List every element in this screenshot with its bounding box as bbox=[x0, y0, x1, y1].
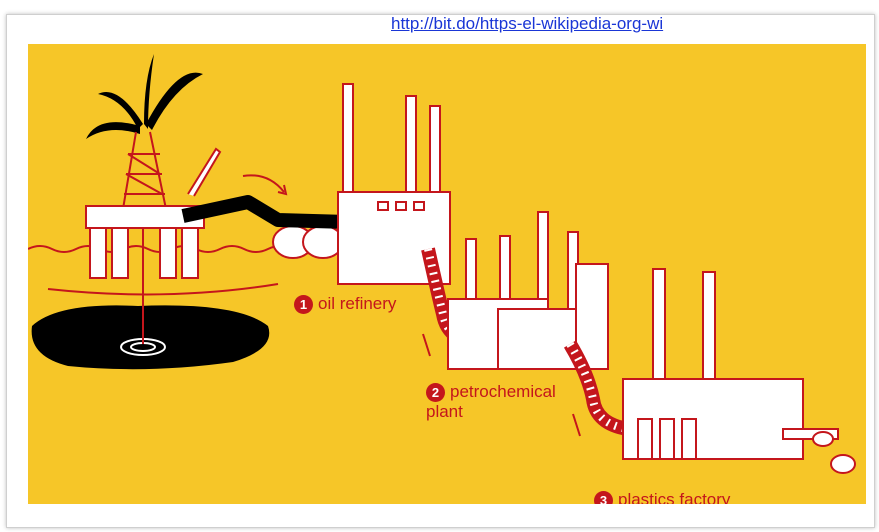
storage-tanks bbox=[273, 226, 343, 258]
flow-arrow-2 bbox=[423, 334, 430, 356]
source-link[interactable]: http://bit.do/https-el-wikipedia-org-wi bbox=[391, 14, 663, 34]
plastics-factory-building bbox=[623, 269, 803, 459]
crude-oil-pipeline bbox=[183, 202, 348, 222]
stage-3-label: 3 plastics factory bbox=[594, 490, 730, 504]
oil-gusher bbox=[86, 54, 203, 139]
stage-3-number: 3 bbox=[594, 491, 613, 504]
stage-2-number: 2 bbox=[426, 383, 445, 402]
flow-arrow-1 bbox=[243, 175, 284, 192]
stage-1-label: 1 oil refinery bbox=[294, 294, 396, 314]
oil-derrick bbox=[123, 132, 166, 209]
stage-1-text: oil refinery bbox=[318, 294, 396, 313]
petrochemical-plant-building bbox=[448, 212, 608, 369]
oil-reservoir bbox=[32, 305, 270, 369]
crane bbox=[188, 149, 220, 196]
stage-2-text: petrochemical plant bbox=[426, 382, 556, 421]
oil-to-plastic-illustration bbox=[28, 44, 866, 504]
seabed-line bbox=[48, 284, 278, 294]
stage-1-number: 1 bbox=[294, 295, 313, 314]
stage-3-text: plastics factory bbox=[618, 490, 730, 504]
